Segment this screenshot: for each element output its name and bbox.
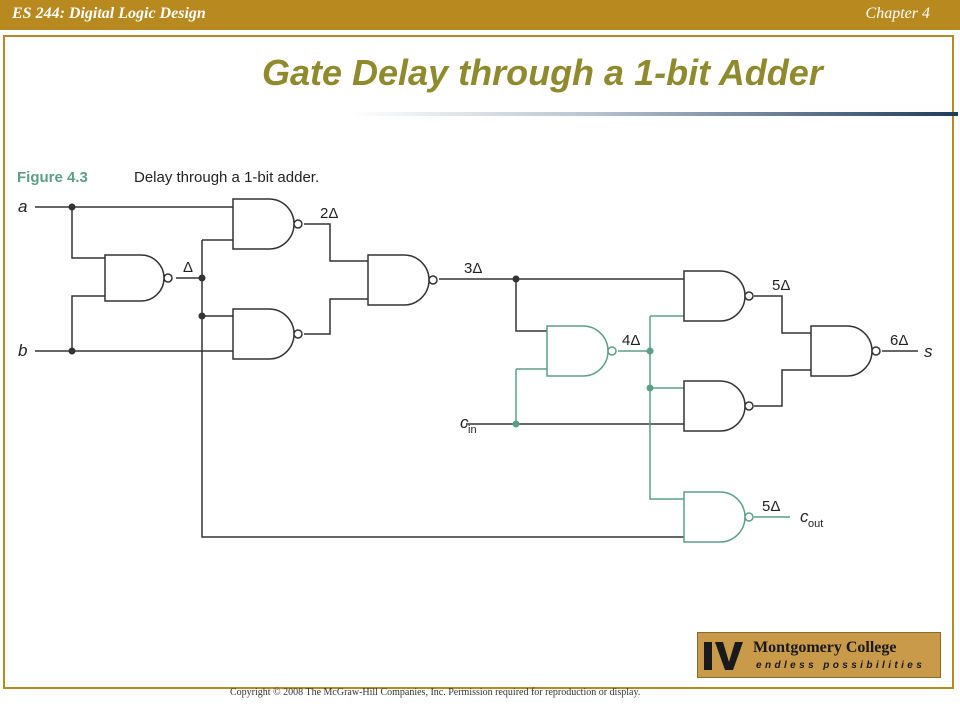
nand-gate-g2 xyxy=(232,198,303,250)
nand-gate-g1 xyxy=(104,254,173,302)
junction-dots xyxy=(68,203,654,428)
nand-gate-g7 xyxy=(810,325,881,377)
college-emblem-icon xyxy=(704,642,743,670)
copyright-notice: Copyright © 2008 The McGraw-Hill Compani… xyxy=(230,687,641,698)
nand-gate-bubble xyxy=(871,346,881,356)
nand-gate-g3 xyxy=(232,308,303,360)
nand-gate-bubble xyxy=(163,273,173,283)
delay-label-g1: Δ xyxy=(183,259,193,276)
nand-gate-bubble xyxy=(744,291,754,301)
delay-label-g2: 2Δ xyxy=(320,205,338,222)
junction-g5-g9 xyxy=(646,384,654,392)
junction-g4-out xyxy=(512,275,520,283)
nand-gate-body xyxy=(104,254,165,302)
nand-gate-bubble xyxy=(607,346,617,356)
logo-name: Montgomery College xyxy=(753,639,897,656)
title-underline xyxy=(350,112,958,116)
chapter-label: Chapter 4 xyxy=(865,5,930,22)
nand-gate-body xyxy=(683,380,746,432)
nand-gate-bubble xyxy=(744,512,754,522)
junction-b xyxy=(68,347,76,355)
nand-gate-body xyxy=(232,198,295,250)
figure-caption: Delay through a 1-bit adder. xyxy=(134,169,319,186)
delay-label-g7: 6Δ xyxy=(890,332,908,349)
nand-gate-bubble xyxy=(293,219,303,229)
nand-gates xyxy=(104,198,881,543)
course-title: ES 244: Digital Logic Design xyxy=(12,5,206,22)
delay-label-g5: 4Δ xyxy=(622,332,640,349)
nand-gate-g6 xyxy=(683,270,754,322)
output-cout-label: c xyxy=(800,507,809,526)
nand-gate-body xyxy=(683,491,746,543)
input-cin-subscript: in xyxy=(468,424,477,436)
output-s-label: s xyxy=(924,342,933,361)
wire-a-g1 xyxy=(71,207,105,259)
nand-gate-bubble xyxy=(293,329,303,339)
output-cout-subscript: out xyxy=(808,518,823,530)
junction-a xyxy=(68,203,76,211)
wire-b-g1 xyxy=(71,295,105,351)
highlighted-wires xyxy=(515,315,790,518)
nand-gate-bubble xyxy=(744,401,754,411)
figure-number: Figure 4.3 xyxy=(17,169,88,186)
delay-label-g6: 5Δ xyxy=(772,277,790,294)
nand-gate-body xyxy=(546,325,609,377)
dark-wires xyxy=(35,206,918,538)
input-cin-label: c xyxy=(460,413,469,432)
slide-title: Gate Delay through a 1-bit Adder xyxy=(262,52,823,93)
nand-gate-bubble xyxy=(428,275,438,285)
junction-cin xyxy=(512,420,520,428)
wire-g9-g7 xyxy=(754,369,811,407)
wire-g3-g4 xyxy=(304,298,368,335)
logo-tagline: endless possibilities xyxy=(756,660,926,671)
nand-gate-g4 xyxy=(367,254,438,306)
slide-frame xyxy=(3,35,954,689)
input-b-label: b xyxy=(18,341,27,360)
junction-g1-out xyxy=(198,274,206,282)
junction-g1-g3 xyxy=(198,312,206,320)
nand-gate-body xyxy=(683,270,746,322)
header-bar: ES 244: Digital Logic Design Chapter 4 xyxy=(0,0,960,30)
nand-gate-g8 xyxy=(683,491,754,543)
junction-g5-out xyxy=(646,347,654,355)
delay-label-g8: 5Δ xyxy=(762,498,780,515)
signal-labels: a b c in s c out Δ 2Δ 3Δ 4Δ 5Δ 6Δ 5Δ xyxy=(18,197,933,530)
input-a-label: a xyxy=(18,197,27,216)
nand-gate-body xyxy=(367,254,430,306)
nand-gate-g5 xyxy=(546,325,617,377)
college-logo: Montgomery College endless possibilities xyxy=(697,632,941,678)
wire-g1-bus xyxy=(201,240,684,538)
delay-label-g4: 3Δ xyxy=(464,260,482,277)
wire-g2-g4 xyxy=(304,223,368,262)
wire-g5-bus xyxy=(649,316,684,500)
nand-gate-body xyxy=(810,325,873,377)
wire-g6-g7 xyxy=(754,295,811,334)
nand-gate-body xyxy=(232,308,295,360)
nand-gate-g9 xyxy=(683,380,754,432)
wire-g4-g5 xyxy=(515,279,547,332)
